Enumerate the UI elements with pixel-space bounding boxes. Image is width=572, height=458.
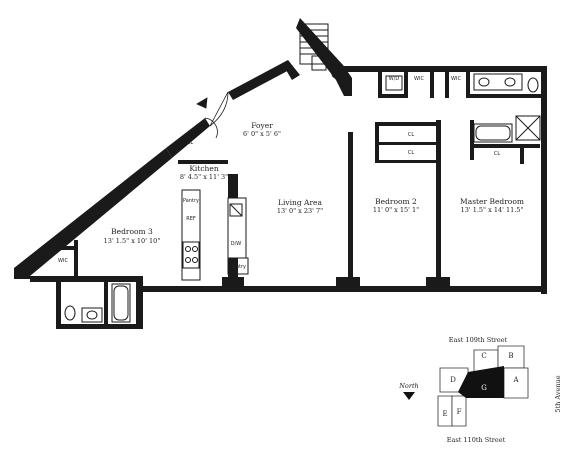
room-labels: Foyer 6' 0" x 5' 6" Kitchen 8' 4.5" x 11… — [104, 121, 524, 245]
doors — [196, 91, 229, 139]
kitchen-dims: 8' 4.5" x 11' 3" — [180, 173, 228, 181]
key-unit-g: G — [481, 384, 487, 392]
pantry-label-b: Pantry — [230, 264, 246, 270]
key-unit-b: B — [508, 352, 513, 360]
master-dims: 13' 1.5" x 14' 11.5" — [461, 206, 524, 214]
living-label: Living Area — [278, 198, 322, 207]
pantry-label-a: Pantry — [183, 198, 199, 204]
stair-core — [299, 23, 341, 79]
closet-label-foyer: CL — [187, 140, 193, 146]
closet-label-bed2-b: CL — [408, 150, 414, 156]
bedroom3-dims: 13' 1.5" x 10' 10" — [104, 237, 161, 245]
key-north-label: North — [398, 382, 419, 390]
closet-label-bed2-a: CL — [408, 132, 414, 138]
exterior-walls — [14, 18, 547, 329]
north-arrow-icon — [403, 392, 415, 400]
kitchen-appliances — [181, 189, 249, 281]
wic-label-b: WIC — [451, 76, 461, 82]
key-plan: East 109th Street East 110th Street 5th … — [398, 336, 562, 444]
key-avenue: 5th Avenue — [554, 375, 562, 412]
dw-label: D/W — [231, 241, 242, 247]
key-bottom-street: East 110th Street — [447, 436, 506, 444]
kitchen-label: Kitchen — [189, 164, 218, 173]
key-unit-e: E — [442, 410, 447, 418]
wic-label-bed3: WIC — [58, 258, 68, 264]
foyer-dims: 6' 0" x 5' 6" — [243, 130, 281, 138]
key-unit-d: D — [450, 376, 456, 384]
fixture-labels: CL CL CL CL WIC WIC WIC W/D Pantry REF D… — [58, 76, 500, 270]
key-unit-a: A — [512, 376, 519, 384]
foyer-label: Foyer — [251, 121, 273, 130]
master-label: Master Bedroom — [460, 197, 524, 206]
key-unit-f: F — [457, 408, 462, 416]
key-top-street: East 109th Street — [449, 336, 508, 344]
bedroom2-dims: 11' 0" x 15' 1" — [373, 206, 419, 214]
living-dims: 13' 0" x 23' 7" — [277, 207, 323, 215]
key-unit-f-shape — [451, 395, 467, 427]
bath-fixtures — [64, 73, 541, 323]
wd-label: W/D — [389, 76, 400, 82]
bedroom2-label: Bedroom 2 — [375, 197, 417, 206]
wic-label-a: WIC — [414, 76, 424, 82]
ref-label: REF — [186, 216, 196, 222]
closet-label-master: CL — [494, 151, 500, 157]
key-unit-g-shape — [458, 366, 504, 398]
key-unit-c: C — [481, 352, 486, 360]
interior-walls — [50, 72, 541, 326]
bedroom3-label: Bedroom 3 — [111, 227, 153, 236]
